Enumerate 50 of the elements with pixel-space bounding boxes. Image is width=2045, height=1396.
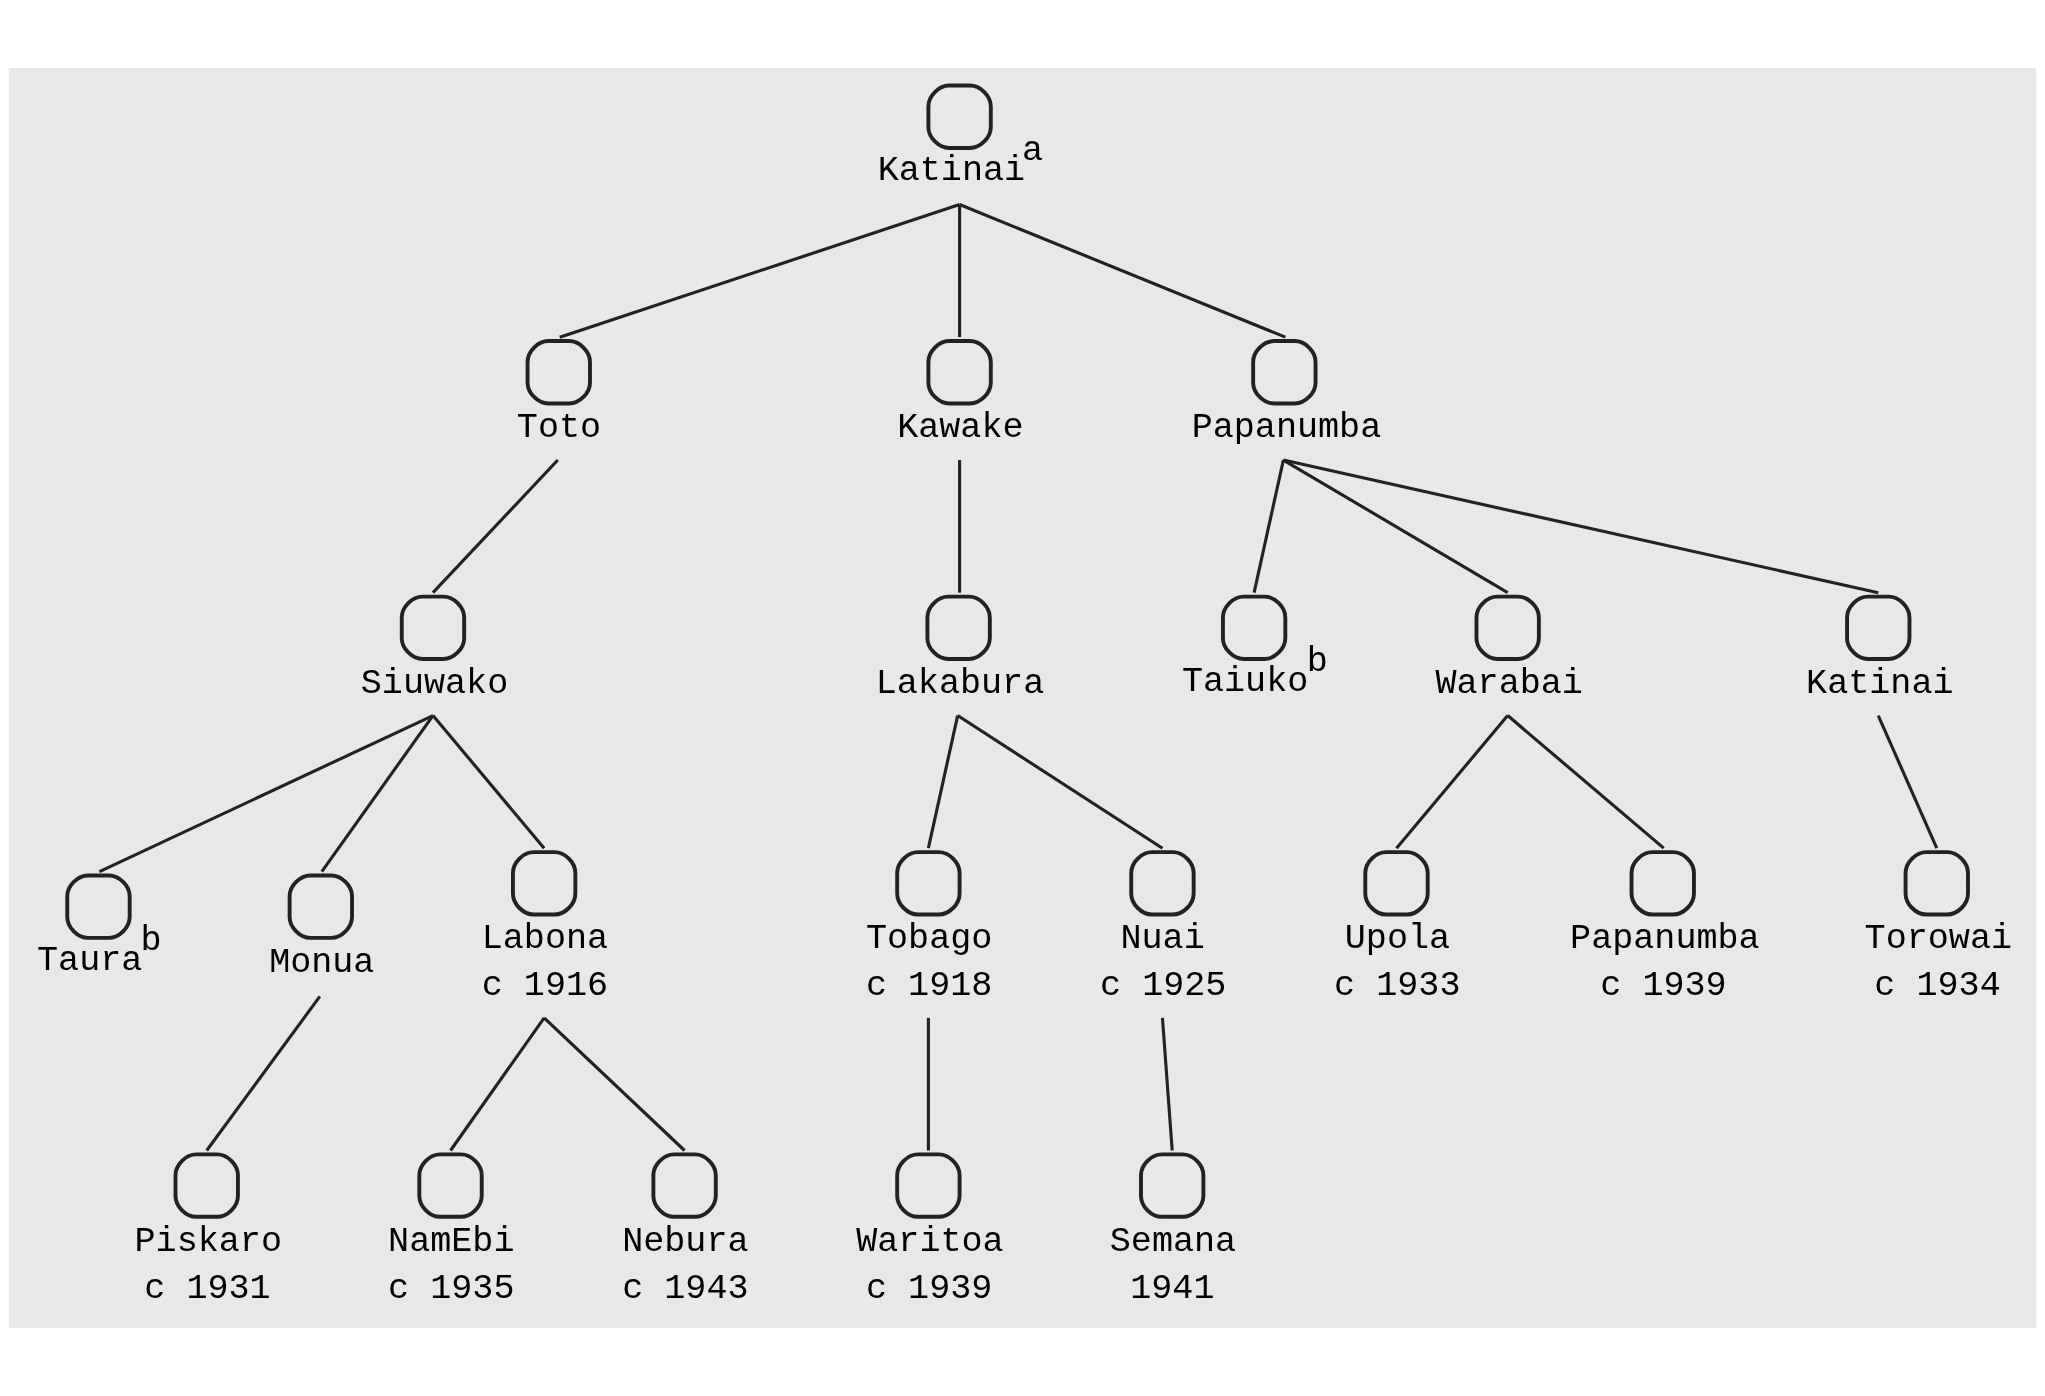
node-label: Piskaro	[134, 1221, 282, 1262]
node-label: Upola	[1344, 919, 1451, 960]
node-label: c 1933	[1334, 966, 1461, 1007]
connector	[205, 995, 322, 1152]
node-label: Torowai	[1864, 919, 2013, 960]
node-label: Tobago	[865, 919, 993, 960]
node-label: Warabai	[1435, 663, 1583, 704]
connector	[1506, 714, 1665, 850]
connector	[449, 1017, 546, 1152]
node-label: Labona	[481, 919, 609, 960]
connector	[98, 714, 434, 873]
connector	[1252, 459, 1285, 593]
connector	[926, 1017, 930, 1151]
node-label: Semana	[1109, 1221, 1237, 1262]
node-label: c 1935	[388, 1268, 515, 1309]
node-label: Lakabura	[875, 663, 1045, 704]
node-label: c 1934	[1874, 966, 2001, 1007]
node-label: c 1939	[1600, 966, 1727, 1007]
node-label: Kawake	[897, 408, 1024, 449]
connector	[926, 715, 960, 849]
connector	[956, 714, 1164, 850]
connector	[1395, 714, 1509, 850]
node-label: Monua	[269, 942, 375, 983]
node-label: Papanumba	[1191, 408, 1382, 449]
connector	[958, 460, 962, 593]
connector	[559, 203, 961, 339]
node-label: c 1943	[622, 1268, 749, 1309]
node-label: Papanumba	[1570, 919, 1760, 960]
node-label: Katinai	[1806, 663, 1954, 704]
connector	[431, 458, 559, 594]
connector	[958, 204, 962, 338]
node-label: Nebura	[622, 1221, 749, 1262]
node-label: c 1925	[1100, 966, 1227, 1007]
node-label: c 1918	[865, 966, 993, 1007]
node-label: Toto	[516, 408, 602, 449]
node-label: c 1916	[481, 966, 609, 1007]
connector	[1160, 1017, 1174, 1151]
connector	[320, 714, 435, 873]
connector	[959, 203, 1286, 339]
node-label: NamEbi	[388, 1221, 515, 1262]
node-label: c 1931	[144, 1268, 271, 1309]
node-label: Waritoa	[856, 1221, 1004, 1262]
connector	[543, 1016, 686, 1152]
node-label: 1941	[1130, 1268, 1215, 1309]
connector	[431, 714, 546, 850]
node-label: c 1939	[865, 1268, 993, 1309]
node-label: Nuai	[1120, 919, 1205, 960]
connector	[1283, 458, 1879, 595]
node-label: Siuwako	[360, 663, 509, 704]
connector	[1876, 714, 1939, 849]
